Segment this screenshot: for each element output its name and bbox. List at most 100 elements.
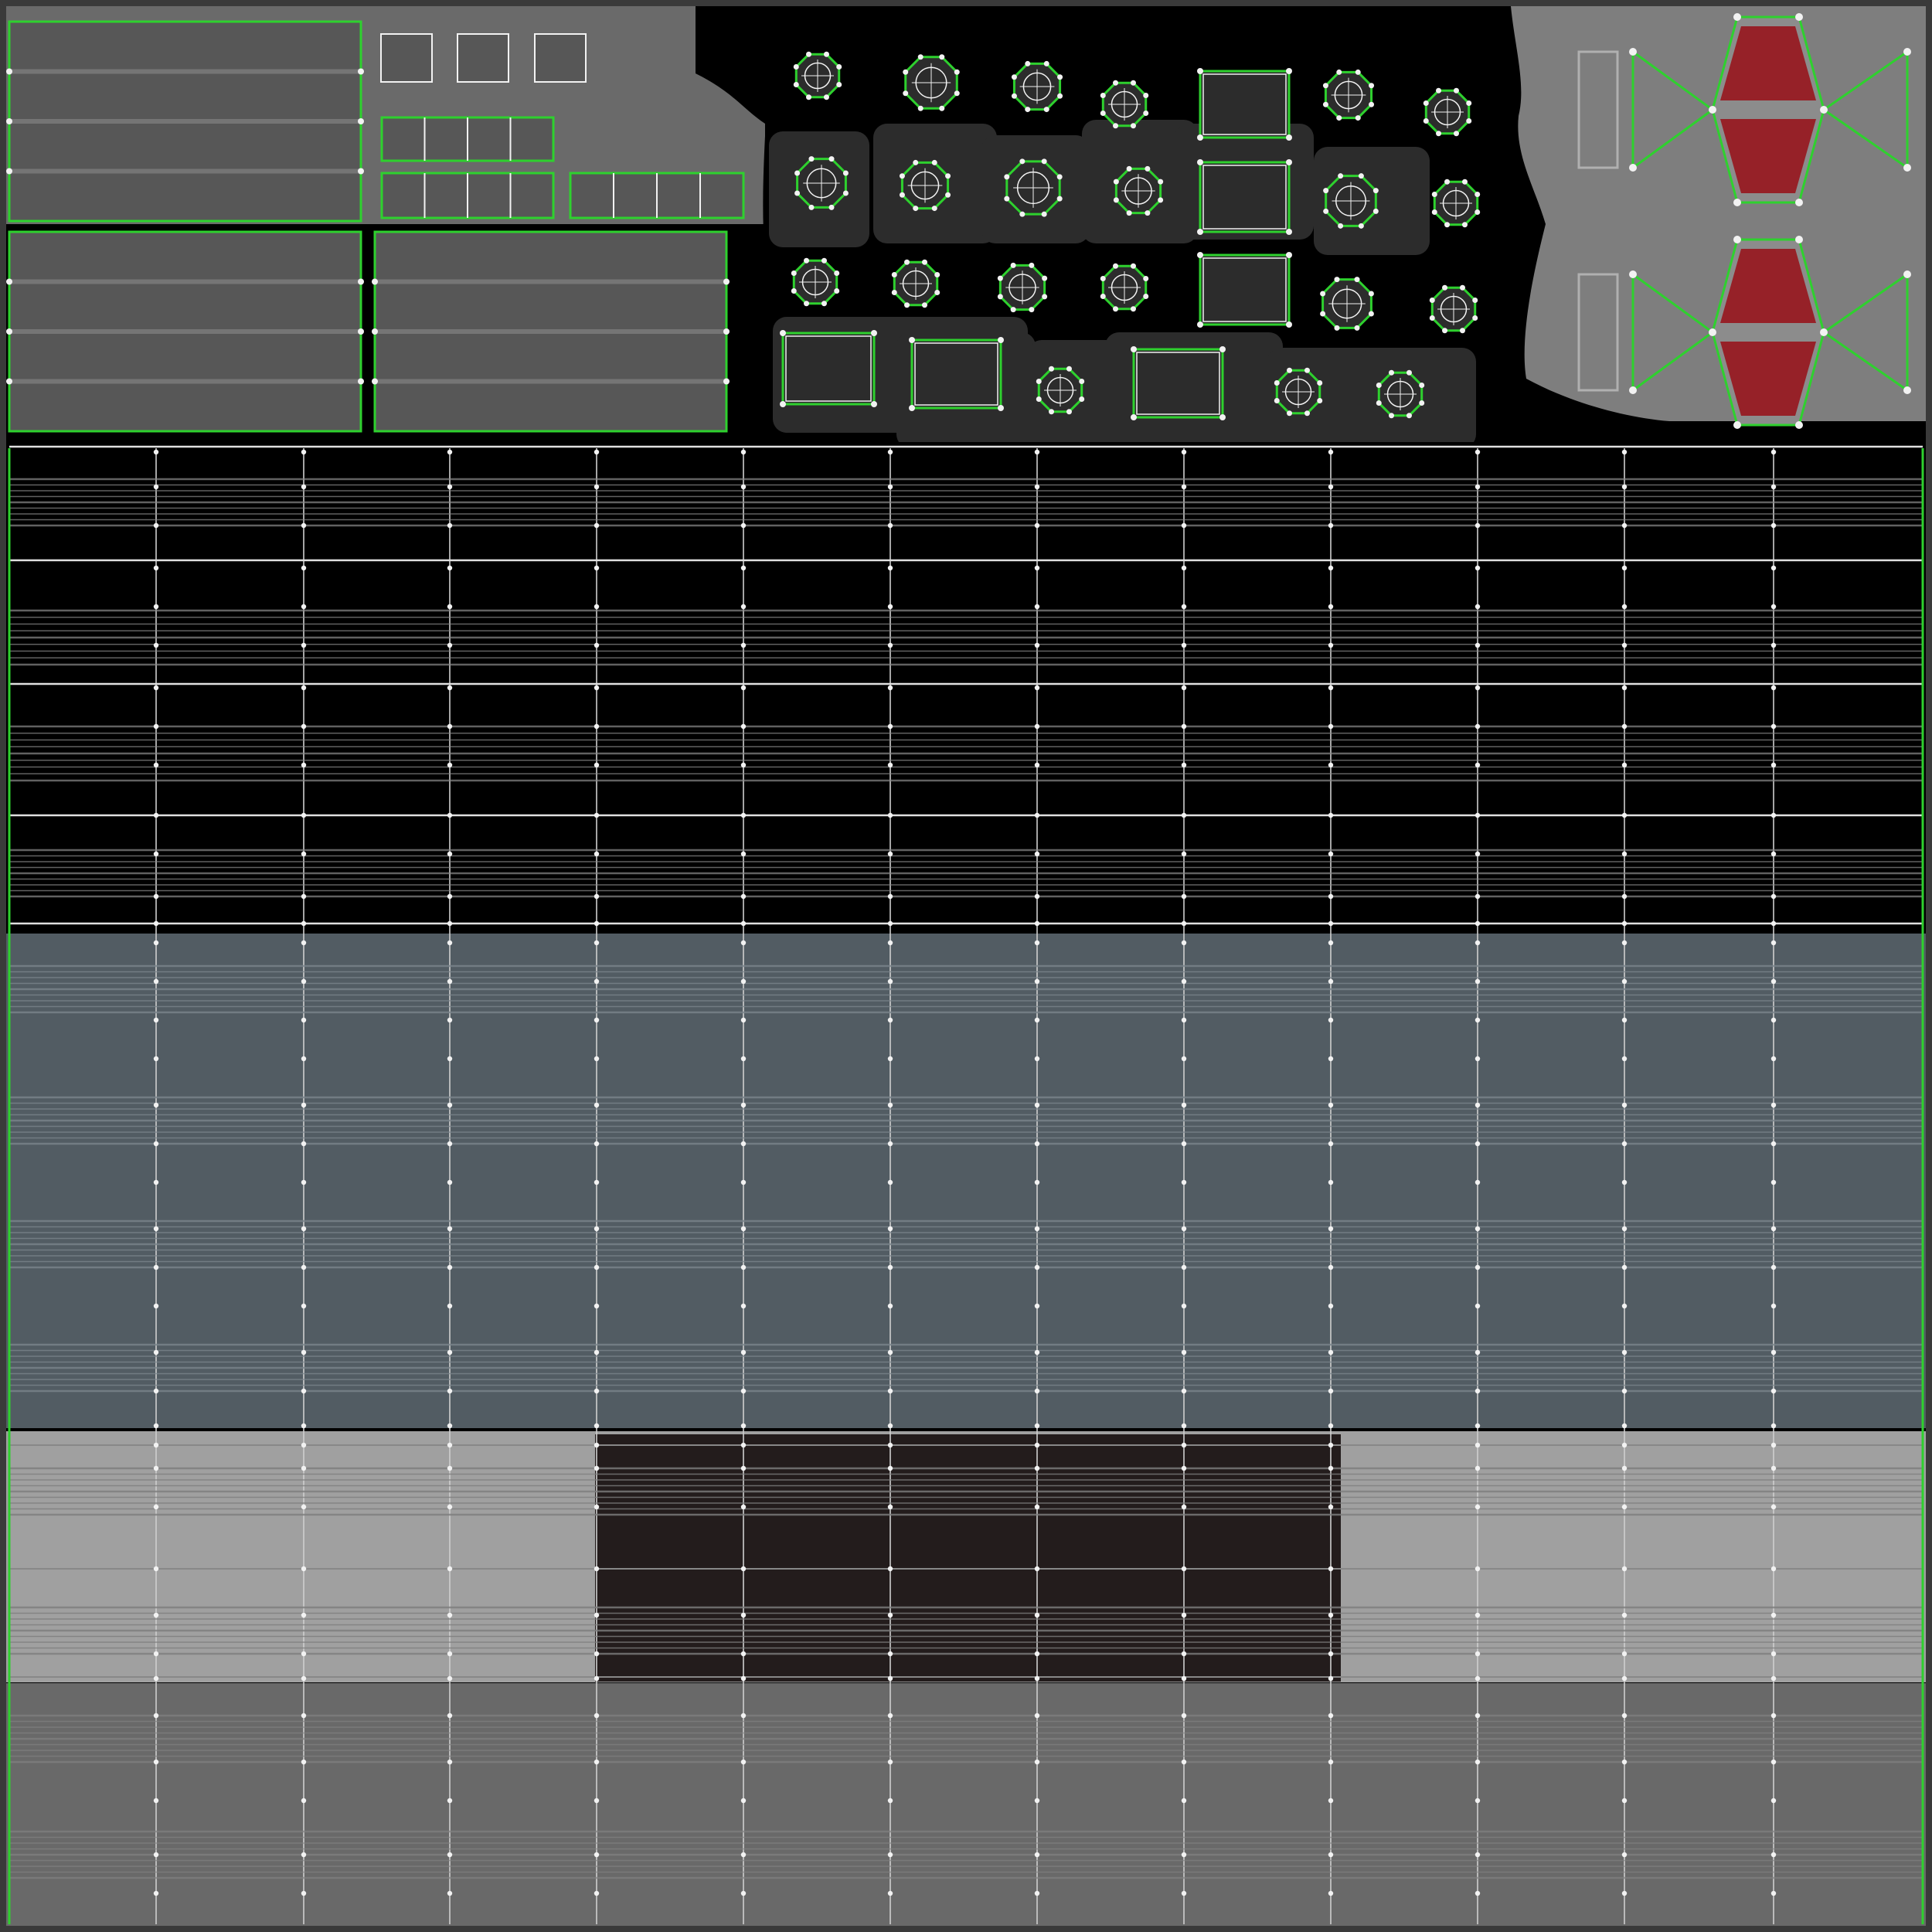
uv-vertex-dot-icon <box>301 1651 307 1657</box>
uv-vertex-dot-icon <box>887 1264 893 1270</box>
uv-vertex-dot-icon <box>1034 762 1040 768</box>
uv-vertex-dot-icon <box>1034 484 1040 490</box>
uv-vertex-dot-icon <box>358 118 364 124</box>
uv-vertex-dot-icon <box>1621 723 1628 730</box>
uv-vertex-dot-icon <box>1113 263 1119 269</box>
uv-vertex-dot-icon <box>954 69 960 75</box>
uv-vertex-dot-icon <box>447 762 453 768</box>
uv-vertex-dot-icon <box>1621 978 1628 985</box>
uv-vertex-dot-icon <box>1181 642 1187 648</box>
uv-vertex-dot-icon <box>740 978 747 985</box>
uv-vertex-dot-icon <box>1322 83 1328 89</box>
uv-vertex-dot-icon <box>1903 270 1911 278</box>
uv-vertex-dot-icon <box>594 1303 600 1309</box>
uv-vertex-dot-icon <box>1770 604 1777 610</box>
uv-vertex-dot-icon <box>1197 229 1203 235</box>
uv-vertex-dot-icon <box>1369 101 1375 107</box>
uv-vertex-dot-icon <box>1034 1713 1040 1719</box>
uv-vertex-dot-icon <box>1181 522 1187 529</box>
uv-vertex-dot-icon <box>1621 1349 1628 1355</box>
uv-vertex-dot-icon <box>1034 1102 1040 1108</box>
uv-vertex-dot-icon <box>1475 1102 1481 1108</box>
uv-vertex-dot-icon <box>1181 1179 1187 1185</box>
uv-vertex-dot-icon <box>1004 174 1010 180</box>
uv-vertex-dot-icon <box>301 522 307 529</box>
uv-vertex-dot-icon <box>836 64 842 70</box>
uv-vertex-dot-icon <box>740 484 747 490</box>
uv-vertex-dot-icon <box>153 1303 159 1309</box>
uv-vertex-dot-icon <box>447 1651 453 1657</box>
uv-vertex-dot-icon <box>1126 165 1132 172</box>
uv-vertex-dot-icon <box>301 1852 307 1858</box>
uv-vertex-dot-icon <box>723 328 730 335</box>
uv-vertex-dot-icon <box>1034 604 1040 610</box>
wing-red-upper <box>1720 249 1816 323</box>
uv-vertex-dot-icon <box>1197 252 1203 258</box>
uv-vertex-dot-icon <box>1334 325 1340 331</box>
uv-vertex-dot-icon <box>1475 1759 1481 1765</box>
uv-vertex-dot-icon <box>301 1798 307 1804</box>
small-squares <box>380 33 587 83</box>
uv-vertex-dot-icon <box>1113 179 1119 185</box>
uv-vertex-dot-icon <box>1475 812 1481 818</box>
uv-vertex-dot-icon <box>301 1566 307 1572</box>
uv-vertex-dot-icon <box>1034 1442 1040 1448</box>
uv-vertex-dot-icon <box>301 1442 307 1448</box>
wing-tab <box>1577 273 1619 392</box>
uv-vertex-dot-icon <box>887 1017 893 1023</box>
uv-vertex-dot-icon <box>1475 1226 1481 1232</box>
uv-vertex-dot-icon <box>1181 1264 1187 1270</box>
uv-vertex-dot-icon <box>1733 421 1741 429</box>
uv-vertex-dot-icon <box>740 642 747 648</box>
uv-vertex-dot-icon <box>153 1179 159 1185</box>
uv-vertex-dot-icon <box>1461 222 1468 228</box>
uv-vertex-dot-icon <box>447 1713 453 1719</box>
uv-vertex-dot-icon <box>1130 123 1136 129</box>
uv-vertex-dot-icon <box>1181 762 1187 768</box>
uv-vertex-dot-icon <box>1354 277 1360 283</box>
uv-vertex-dot-icon <box>1444 179 1451 185</box>
uv-vertex-dot-icon <box>997 294 1003 300</box>
uv-vertex-dot-icon <box>1733 13 1741 21</box>
uv-vertex-dot-icon <box>1328 1179 1334 1185</box>
uv-vertex-dot-icon <box>806 94 812 100</box>
uv-vertex-dot-icon <box>1621 484 1628 490</box>
uv-vertex-dot-icon <box>842 190 849 196</box>
uv-vertex-dot-icon <box>1621 522 1628 529</box>
uv-vertex-dot-icon <box>6 328 12 335</box>
uv-vertex-dot-icon <box>594 484 600 490</box>
uv-vertex-dot-icon <box>447 851 453 857</box>
uv-vertex-dot-icon <box>1475 1349 1481 1355</box>
wing-arm-right <box>1823 272 1909 393</box>
uv-vertex-dot-icon <box>1429 315 1435 321</box>
uv-vertex-dot-icon <box>594 851 600 857</box>
uv-vertex-dot-icon <box>913 159 919 165</box>
uv-vertex-dot-icon <box>1286 159 1292 165</box>
uv-vertex-dot-icon <box>740 1264 747 1270</box>
uv-vertex-dot-icon <box>740 1465 747 1471</box>
uv-vertex-dot-icon <box>447 1141 453 1147</box>
uv-vertex-dot-icon <box>447 1612 453 1618</box>
uv-vertex-dot-icon <box>1181 1442 1187 1448</box>
uv-vertex-dot-icon <box>1475 723 1481 730</box>
uv-vertex-dot-icon <box>1621 1141 1628 1147</box>
uv-vertex-dot-icon <box>1475 1852 1481 1858</box>
uv-vertex-dot-icon <box>1328 1713 1334 1719</box>
uv-vertex-dot-icon <box>1181 604 1187 610</box>
uv-vertex-dot-icon <box>153 1102 159 1108</box>
uv-vertex-dot-icon <box>1328 642 1334 648</box>
uv-vertex-dot-icon <box>447 1465 453 1471</box>
uv-vertex-dot-icon <box>1453 131 1459 137</box>
uv-vertex-dot-icon <box>1419 400 1425 406</box>
uv-vertex-dot-icon <box>1621 1303 1628 1309</box>
uv-vertex-dot-icon <box>1431 192 1437 198</box>
uv-vertex-dot-icon <box>1113 80 1119 86</box>
uv-vertex-dot-icon <box>904 302 910 308</box>
uv-vertex-dot-icon <box>1629 48 1637 56</box>
uv-vertex-dot-icon <box>740 1141 747 1147</box>
uv-vertex-dot-icon <box>1286 68 1292 74</box>
uv-vertex-dot-icon <box>1287 367 1293 373</box>
uv-vertex-dot-icon <box>1770 1890 1777 1896</box>
uv-vertex-dot-icon <box>1181 1056 1187 1062</box>
uv-vertex-dot-icon <box>1328 1017 1334 1023</box>
